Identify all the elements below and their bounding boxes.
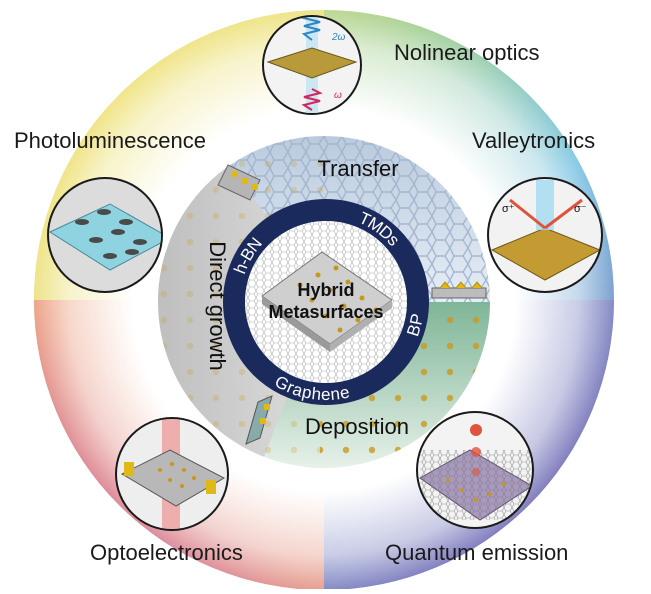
svg-text:σ⁻: σ⁻ xyxy=(574,203,587,215)
app-label-quantum-emission: Quantum emission xyxy=(385,540,569,565)
material-label-bp: BP xyxy=(403,312,427,339)
method-label-transfer: Transfer xyxy=(317,156,398,181)
svg-text:σ⁺: σ⁺ xyxy=(502,203,515,215)
inset-nonlinear-optics: 2ω ω xyxy=(262,15,362,115)
center-nanoparticles xyxy=(297,265,379,333)
substrate-sketch-top xyxy=(217,164,261,201)
substrate-sketch-right xyxy=(431,281,487,299)
material-ring xyxy=(223,199,429,405)
substrate-sketch-bottom xyxy=(245,395,273,445)
center-title-line1: Hybrid xyxy=(297,280,354,300)
app-label-valleytronics: Valleytronics xyxy=(472,128,596,153)
inset-optoelectronics xyxy=(115,417,229,531)
inset-photoluminescence xyxy=(47,177,163,293)
app-label-optoelectronics: Optoelectronics xyxy=(90,540,243,565)
inset-valleytronics: σ⁺ σ⁻ xyxy=(487,177,603,293)
method-label-deposition: Deposition xyxy=(305,414,409,439)
svg-text:ω: ω xyxy=(334,90,342,101)
app-label-photoluminescence: Photoluminescence xyxy=(14,128,207,153)
svg-text:2ω: 2ω xyxy=(331,32,346,43)
method-label-direct-growth: Direct growth xyxy=(205,241,230,371)
inset-quantum-emission xyxy=(416,411,534,529)
app-label-nonlinear-optics: Nolinear optics xyxy=(394,40,540,65)
center-title-line2: Metasurfaces xyxy=(268,302,383,322)
